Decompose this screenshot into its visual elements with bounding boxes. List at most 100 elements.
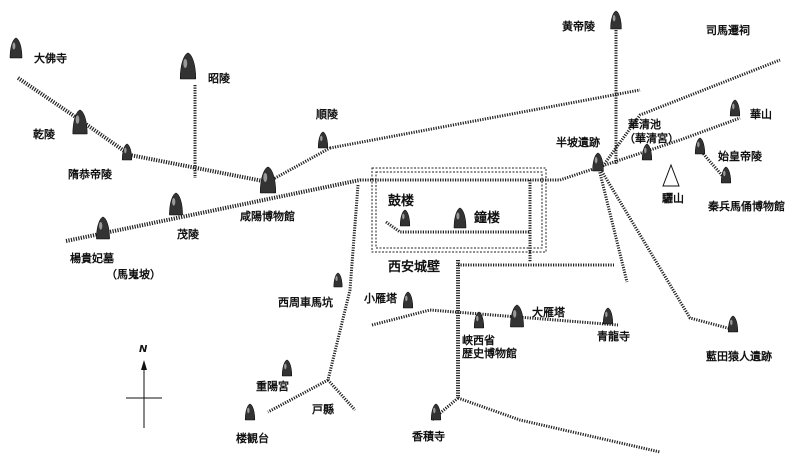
- marker-dafosi-highlight: [12, 42, 16, 50]
- place-label-huxian: 戸縣: [312, 403, 334, 416]
- place-label-huaqingchi: 華清池: [628, 118, 661, 131]
- marker-gulou-highlight: [402, 213, 405, 220]
- marker-shunling-highlight: [320, 135, 323, 142]
- road-shunling-east: [329, 88, 641, 150]
- road-lantian: [596, 164, 736, 332]
- place-label-qinglongsi: 青龍寺: [597, 330, 630, 343]
- place-label-yangguifei-tomb: 楊貴妃墓: [70, 252, 114, 265]
- road-southwest: [326, 184, 360, 381]
- marker-chongyanggong-highlight: [284, 363, 287, 370]
- place-label-huaqinggong: （華清宮）: [624, 132, 679, 145]
- marker-louguantai: [244, 403, 256, 421]
- marker-louguantai-highlight: [247, 407, 250, 414]
- marker-bingmayong: [720, 166, 732, 184]
- place-label-dayanta: 大雁塔: [532, 306, 565, 319]
- marker-dafosi: [9, 37, 23, 59]
- road-southeast: [457, 396, 661, 454]
- marker-huashan: [729, 99, 741, 117]
- place-label-xian-wall: 西安城壁: [388, 260, 441, 275]
- road-shunling: [267, 146, 331, 184]
- marker-huaqingchi: [641, 143, 653, 161]
- marker-xianyang-museum-highlight: [263, 172, 268, 182]
- place-label-huashan: 華山: [750, 108, 772, 121]
- marker-qianling: [72, 109, 88, 135]
- marker-xiaoyanta-highlight: [405, 295, 408, 302]
- place-label-lantian: 藍田猿人遺跡: [706, 350, 772, 363]
- marker-suigongdiling-highlight: [124, 147, 127, 154]
- site-markers: [9, 10, 741, 421]
- place-label-banpo: 半坡遺跡: [556, 136, 600, 149]
- marker-shihuangdiling: [694, 137, 706, 155]
- marker-xizhou-pit: [333, 272, 343, 288]
- road-to-simaqian: [598, 58, 781, 171]
- marker-shaanxi-museum-highlight: [476, 315, 479, 322]
- marker-chongyanggong: [281, 359, 293, 377]
- place-label-zhonglou: 鐘楼: [474, 211, 501, 226]
- road-huxian-east: [326, 378, 357, 412]
- marker-shunling: [317, 131, 329, 149]
- place-label-suigongdiling: 隋恭帝陵: [68, 168, 112, 181]
- north-label: N: [139, 344, 148, 355]
- place-label-shaanxi-museum-line2: 歴史博物館: [462, 347, 517, 360]
- marker-xiangjisi: [430, 403, 442, 421]
- place-label-zhaoling: 昭陵: [208, 72, 230, 85]
- road-qianling-xianyang: [16, 76, 269, 184]
- marker-dayanta: [510, 304, 524, 328]
- marker-xiangjisi-highlight: [433, 407, 436, 414]
- marker-yangguifei-tomb-highlight: [99, 221, 103, 230]
- place-label-shihuangdiling: 始皇帝陵: [718, 150, 762, 163]
- marker-lantian-highlight: [730, 319, 733, 326]
- marker-qianling-highlight: [75, 115, 80, 124]
- marker-banpo: [592, 152, 604, 172]
- marker-qinglongsi: [602, 307, 614, 325]
- place-label-huangdiling: 黄帝陵: [562, 20, 595, 33]
- marker-maoling: [169, 192, 183, 216]
- place-label-bingmayong: 秦兵馬俑博物館: [708, 200, 785, 213]
- place-label-shunling: 順陵: [316, 108, 338, 121]
- marker-huangdiling-highlight: [612, 15, 616, 22]
- marker-gulou: [399, 209, 411, 227]
- place-label-simaqian: 司馬遷祠: [706, 24, 750, 37]
- road-yanta: [371, 308, 619, 327]
- marker-shihuangdiling-highlight: [697, 141, 700, 148]
- marker-dayanta-highlight: [513, 309, 517, 318]
- place-label-lishan: 驪山: [662, 192, 684, 205]
- place-label-maoling: 茂陵: [177, 228, 199, 241]
- place-label-shaanxi-museum-line1: 峡西省: [462, 334, 495, 347]
- place-label-xiaoyanta: 小雁塔: [364, 292, 397, 305]
- place-label-dafosi: 大佛寺: [34, 52, 67, 65]
- marker-huangdiling: [610, 10, 622, 30]
- marker-xizhou-pit-highlight: [335, 276, 338, 282]
- place-label-gulou: 鼓楼: [388, 194, 415, 209]
- marker-zhaoling-highlight: [183, 58, 188, 68]
- marker-maoling-highlight: [172, 197, 176, 206]
- north-arrow-icon: [126, 360, 162, 428]
- xian-city-wall: [371, 167, 547, 253]
- place-label-xiangjisi: 香積寺: [412, 430, 445, 443]
- marker-banpo-highlight: [594, 157, 598, 164]
- place-label-maweipo: （馬嵬坡）: [106, 268, 161, 281]
- marker-yangguifei-tomb: [96, 216, 110, 240]
- marker-lantian: [727, 315, 739, 333]
- place-label-qianling: 乾陵: [33, 128, 55, 141]
- road-in-wall: [385, 220, 530, 234]
- place-label-xianyang-museum: 咸陽博物館: [240, 210, 295, 223]
- marker-qinglongsi-highlight: [605, 311, 608, 318]
- road-xianyang-xian: [65, 178, 361, 243]
- marker-zhaoling: [179, 52, 197, 80]
- road-network: [16, 30, 781, 454]
- marker-huashan-highlight: [732, 103, 735, 110]
- place-label-louguantai: 楼観台: [236, 432, 269, 445]
- marker-zhonglou-highlight: [456, 212, 460, 220]
- marker-xianyang-museum: [259, 166, 277, 194]
- mountain-icon: [662, 163, 680, 187]
- marker-shaanxi-museum: [473, 311, 485, 329]
- marker-zhonglou: [453, 207, 467, 229]
- marker-huaqingchi-highlight: [644, 147, 647, 154]
- place-label-chongyanggong: 重陽宮: [256, 380, 289, 393]
- marker-suigongdiling: [121, 143, 133, 161]
- marker-xiaoyanta: [402, 291, 414, 309]
- marker-bingmayong-highlight: [723, 170, 726, 177]
- road-banpo-south: [596, 164, 629, 283]
